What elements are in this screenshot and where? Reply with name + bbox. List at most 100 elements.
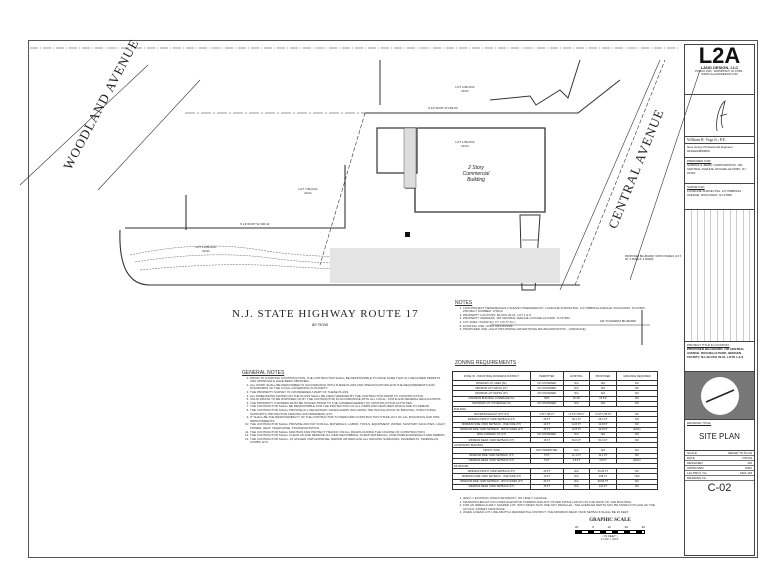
project-info: PROPOSED BILLBOARD, 150 CENTRAL AVENUE, … [687, 347, 745, 359]
field-label: DATE [687, 456, 695, 460]
zoning-column-header: VARIANCE REQUIRED [615, 371, 659, 381]
field-value: REFER TO PLAN [728, 451, 752, 455]
scale-tick-label: 10 [607, 525, 611, 529]
engineer-name: William R. Vogt Jr., P.E. [685, 137, 754, 144]
zoning-heading-wrap: ZONING REQUIREMENTS [455, 360, 517, 367]
drawing-sheet [28, 40, 758, 558]
revision-table [685, 210, 754, 342]
field-label: DRAWING No. [687, 476, 707, 480]
project-heading: PROJECT TITLE & LOCATION: [687, 343, 730, 347]
lot-line-north [365, 79, 621, 114]
zoning-footnotes: (ENC) = EXISTING NONCONFORMITY, NO LIKEL… [455, 496, 660, 515]
sheet-number: C-02 [707, 482, 732, 494]
title-block-field: DESIGNED AM [685, 461, 754, 466]
key-map [685, 372, 754, 420]
note: LOT AREA: 33,840 SQ. FT. (±0.77 AC.) [463, 320, 655, 325]
engineer-license: New Jersey Professional Engineer #24GE04… [685, 144, 754, 158]
general-note: THE CONTRACTOR SHALL PROVIDE AND PAY FOR… [250, 422, 447, 430]
scale-tick-label: 0 [592, 525, 594, 529]
field-label: L2A PROJ. No. [687, 471, 708, 475]
zoning-column-header: ZONE: IB - INDUSTRIAL BUSINESS DISTRICT [452, 371, 531, 381]
zoning-column-header: PROPOSED [589, 371, 617, 381]
engineer-seal [685, 95, 754, 137]
zoning-cell: N/A [562, 483, 591, 490]
general-note: THE PROPERTY CORNERS MUST BE STAKED PRIO… [250, 401, 447, 406]
zoning-footnote: (ENC) = EXISTING NONCONFORMITY, NO LIKEL… [463, 496, 660, 501]
drawing-title: SITE PLAN [699, 432, 740, 441]
general-note: THE CONTRACTOR SHALL, AT HIS/HER OWN EXP… [250, 437, 447, 445]
title-block-field: SCALE REFER TO PLAN [685, 451, 754, 456]
firm-info: PO BOX 1525 · PARSIPPANY, NJ 07054 · WWW… [695, 70, 744, 77]
woodland-curb-line [19, 64, 149, 186]
zoning-column-header: EXISTING [562, 371, 591, 381]
pavement-hatch [330, 248, 560, 283]
general-note: ALL WORK SHALL BE PERFORMED IN ACCORDANC… [250, 383, 447, 391]
firm-name: LAND DESIGN, LLC [700, 65, 739, 70]
general-note: THE PROPERTY SURVEY IS CONSIDERED A PART… [250, 390, 447, 395]
title-block: L2A LAND DESIGN, LLC PO BOX 1525 · PARSI… [684, 44, 755, 556]
field-label: APPROVED [687, 466, 704, 470]
adjacent-lot-line [489, 59, 581, 106]
utility-marker [405, 232, 410, 237]
billboard-note: PROPOSED BILLBOARD, STATIC PANELS (14' X… [625, 255, 682, 261]
key-map-icon [700, 376, 739, 415]
firm-logo: L2A [698, 45, 741, 68]
zoning-cell: NO [615, 483, 659, 490]
field-value: 1901.118 [739, 471, 752, 475]
distance-note: 440' TO NEAREST BILLBOARD [600, 320, 636, 323]
general-notes: GENERAL NOTES PRIOR TO STARTING CONSTRUC… [242, 370, 447, 445]
central-curb-line [559, 59, 661, 291]
title-block-field: DATE 7/22/19 [685, 456, 754, 461]
scale-tick-label: 20 [624, 525, 628, 529]
field-label: SCALE [687, 451, 697, 455]
highway-row-label: 80' ROW [312, 322, 329, 327]
general-notes-heading: GENERAL NOTES [242, 370, 285, 376]
field-label: DESIGNED [687, 461, 703, 465]
notes: NOTES THIS PROJECT REFERENCES A SURVEY P… [455, 300, 655, 332]
general-note: THE CONTRACTOR SHALL PROVIDE ALL NECESSA… [250, 408, 447, 416]
lot-1a-label: LOT 1A BLOCK 20.01 [195, 245, 217, 253]
zoning-column-header: PERMITTED [530, 371, 564, 381]
signature-icon [716, 100, 728, 132]
central-row-line [629, 69, 701, 281]
zoning-footnote: WHEN A REAR LOT LINE ABUTS A RESIDENTIAL… [463, 511, 660, 515]
field-value: 7/22/19 [741, 456, 752, 460]
general-note: THE CONTRACTOR SHALL CLEAN UP AND REMOVE… [250, 433, 447, 438]
note: PROPERTY ADDRESS: 150 CENTRAL AVENUE, RO… [463, 317, 655, 321]
woodland-row-line [97, 79, 201, 191]
central-row-dashed [574, 59, 666, 286]
zoning-cell: 15 FT [530, 483, 564, 490]
building-label: 2 Story Commercial Building [462, 165, 490, 183]
zoning-row: MAXIMUM BUILDING COVERAGE (%)50%15.4%15.… [452, 395, 659, 402]
zoning-heading: ZONING REQUIREMENTS [455, 360, 517, 366]
bearing-north: S 14°20'20" W 203.00 [428, 106, 458, 110]
lot-2-label: LOT 2 BLOCK 20.01 [455, 85, 475, 93]
note: EXISTING USE: LIGHT INDUSTRIAL [463, 324, 655, 329]
lot-1-label: LOT 1 BLOCK 20.01 [455, 140, 475, 148]
accessory-building [376, 127, 418, 174]
client-heading: PREPARED FOR: [687, 159, 712, 163]
surveyor-info: LANDLINE SURVEYING, 117 KIBBINSA AVENUE,… [687, 189, 742, 197]
zoning-footnote: FOR AN IRREGULARLY SHAPED LOT, WITH SIDE… [463, 503, 660, 511]
note: PROPERTY LOCATION: BLOCK 20.01, LOT 1 & … [463, 313, 655, 318]
bearing-west: S 14°20'20" W 166.32 [240, 222, 270, 226]
scale-tick-label: 40 [641, 525, 645, 529]
field-value: AM [747, 461, 753, 465]
scale-bar [575, 529, 645, 534]
title-block-field: DRAWING No. [685, 476, 754, 481]
lot-7-label: LOT 7 BLOCK 20.01 [298, 187, 318, 195]
general-note: THE CONTRACTOR SHALL MAINTAIN AND PROTEC… [250, 430, 447, 435]
setback-line [319, 112, 366, 266]
zoning-footnote: MAXIMUM HEIGHT INCLUDES ELEVATOR TOWERS … [463, 500, 660, 505]
general-note: IT SHALL BE THE RESPONSIBILITY OF THE CO… [250, 415, 447, 423]
zoning-cell: MINIMUM REAR YARD SETBACK (FT) [452, 483, 531, 490]
general-note: ALL DIMENSIONS SHOWN ON THE PLANS SHALL … [250, 394, 447, 399]
title-block-field: L2A PROJ. No. 1901.118 [685, 471, 754, 476]
notes-heading: NOTES [455, 300, 473, 306]
